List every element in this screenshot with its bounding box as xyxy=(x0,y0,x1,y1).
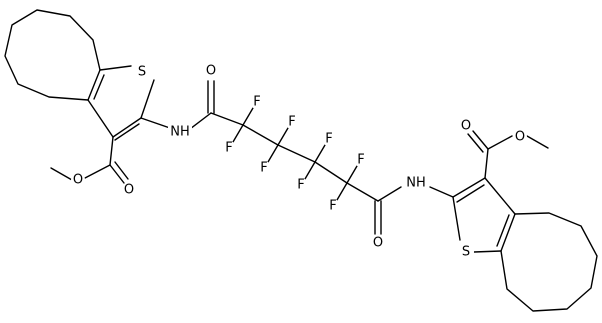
svg-text:F: F xyxy=(253,95,260,110)
svg-text:O: O xyxy=(124,183,134,198)
right-ester-bond xyxy=(487,135,513,150)
right-thiophene-bond xyxy=(452,196,461,241)
nitrogen-atom: NH xyxy=(168,124,192,140)
fluorine-atom: F xyxy=(222,141,236,156)
chain-bond xyxy=(277,144,316,163)
fluorine-atom: F xyxy=(354,153,368,168)
oxygen-atom: O xyxy=(459,119,473,134)
fluorine-atom: F xyxy=(322,132,336,147)
fluorine-atom: F xyxy=(250,95,264,110)
fluorine-atom: F xyxy=(285,115,299,130)
right-thiophene-double-bond xyxy=(456,184,485,203)
oxygen-atom: O xyxy=(513,130,527,145)
oxygen-atom: O xyxy=(71,173,85,188)
svg-text:O: O xyxy=(515,130,525,145)
c-f-bond xyxy=(336,182,348,201)
chain-bond xyxy=(314,161,348,184)
fluorine-atom: F xyxy=(257,161,271,176)
right-ester-bond xyxy=(484,148,489,179)
svg-text:F: F xyxy=(357,153,364,168)
bond-lines xyxy=(4,9,598,312)
right-amide-bond xyxy=(429,186,454,198)
right-thiophene-bond xyxy=(484,177,516,215)
fluorine-atom: F xyxy=(294,178,308,193)
oxygen-atom: O xyxy=(204,64,218,79)
c-f-bond xyxy=(232,124,244,143)
svg-text:S: S xyxy=(462,245,470,260)
left-ester-double-bond xyxy=(109,164,125,184)
right-cyclooctane-ring xyxy=(500,212,598,312)
left-amide-bond xyxy=(140,117,171,129)
sulfur-atom: S xyxy=(134,64,150,80)
oxygen-atom: O xyxy=(371,236,385,251)
svg-text:F: F xyxy=(297,178,304,193)
left-ester-bond xyxy=(84,164,111,179)
svg-text:O: O xyxy=(373,236,383,251)
svg-text:S: S xyxy=(138,65,146,80)
right-ester-double-bond xyxy=(472,130,489,150)
svg-text:NH: NH xyxy=(406,176,426,191)
left-ester-double-bond xyxy=(114,161,129,180)
left-thiophene-double-bond xyxy=(114,123,140,141)
sulfur-atom: S xyxy=(458,244,474,260)
c-f-bond xyxy=(304,161,316,180)
left-thiophene-bond xyxy=(140,79,155,119)
right-thiophene-bond xyxy=(473,250,502,253)
left-ester-bond xyxy=(109,136,114,166)
nitrogen-atom: NH xyxy=(403,175,429,191)
chain-bond xyxy=(242,124,279,146)
c-f-bond xyxy=(277,127,289,146)
left-thiophene-bond xyxy=(87,69,101,101)
svg-text:F: F xyxy=(260,161,267,176)
left-ester-bond xyxy=(50,167,73,181)
c-f-bond xyxy=(346,165,358,184)
svg-text:F: F xyxy=(329,199,336,214)
right-ester-bond xyxy=(526,135,549,149)
svg-text:F: F xyxy=(288,115,295,130)
svg-text:O: O xyxy=(73,173,83,188)
atom-labels: S NH O O O F F F F F F F F O NH S O O xyxy=(71,64,527,260)
left-thiophene-double-bond xyxy=(93,74,105,100)
right-thiophene-bond xyxy=(452,177,486,198)
right-amide-bond xyxy=(377,186,402,202)
c-f-bond xyxy=(242,107,254,126)
svg-text:NH: NH xyxy=(170,125,190,140)
right-thiophene-bond xyxy=(500,213,516,252)
left-cyclooctane-ring xyxy=(4,9,101,101)
fluorine-atom: F xyxy=(326,199,340,214)
right-thiophene-double-bond xyxy=(496,214,510,247)
c-f-bond xyxy=(267,144,279,163)
left-amide-bond xyxy=(189,112,212,130)
c-f-bond xyxy=(314,144,326,163)
chain-bond xyxy=(210,112,244,126)
svg-text:O: O xyxy=(206,64,216,79)
svg-text:F: F xyxy=(325,132,332,147)
left-thiophene-bond xyxy=(112,117,142,138)
svg-text:F: F xyxy=(225,141,232,156)
svg-text:O: O xyxy=(461,119,471,134)
right-ester-double-bond xyxy=(467,133,484,153)
left-thiophene-bond xyxy=(87,99,114,138)
left-thiophene-bond xyxy=(99,65,132,71)
oxygen-atom: O xyxy=(122,183,136,198)
chain-bond xyxy=(346,182,379,202)
